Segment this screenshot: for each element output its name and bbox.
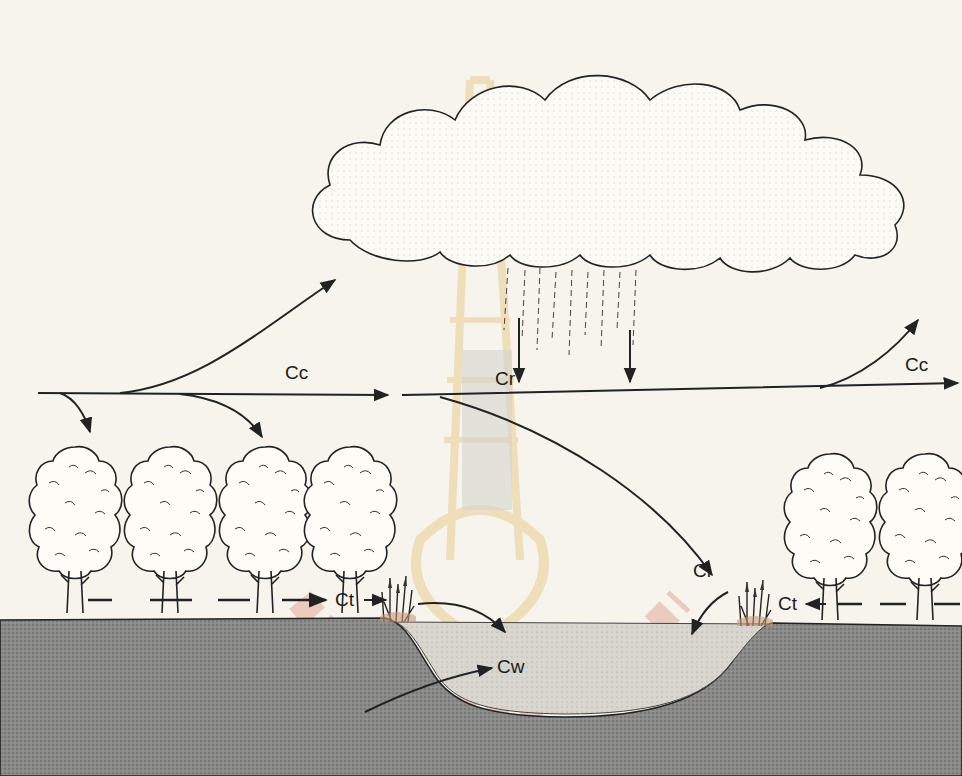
flux-label: Ct [777, 593, 798, 615]
trees [29, 447, 962, 620]
flux-label: Cc [904, 354, 929, 376]
ground [0, 618, 962, 776]
flux-label: Cr [494, 368, 516, 390]
rain [504, 268, 636, 355]
lake [395, 622, 768, 714]
reeds [737, 580, 773, 626]
flux-label: Ct [334, 589, 355, 611]
flux-label: Cc [284, 362, 309, 384]
inflow-arrows [365, 592, 728, 712]
rain-arrow [518, 318, 520, 382]
cloud [313, 76, 904, 272]
flux-label: Cw [496, 656, 525, 678]
flux-label: Cl [692, 560, 712, 582]
rain-arrow [629, 330, 631, 382]
groundwater-dashes [88, 600, 960, 604]
